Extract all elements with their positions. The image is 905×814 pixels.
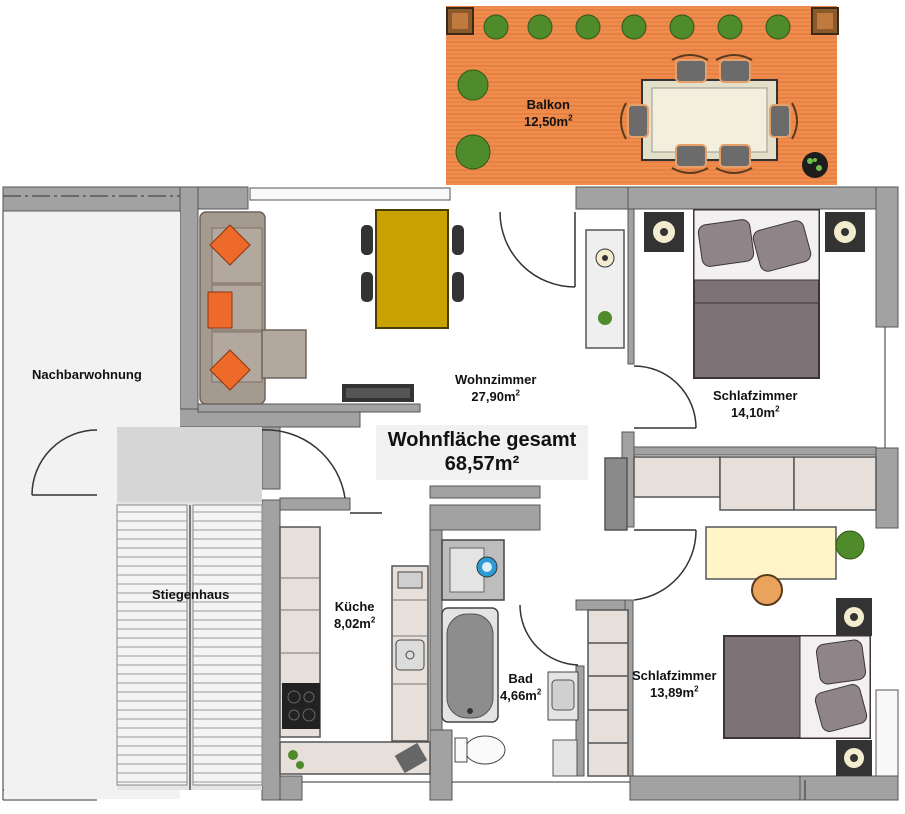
total-area-box: Wohnfläche gesamt 68,57m²: [376, 425, 588, 480]
room-label-neighbor: Nachbarwohnung: [32, 366, 142, 383]
unit-exponent: 2: [775, 404, 780, 414]
balcony-area: [446, 6, 839, 185]
room-area: 8,02m: [334, 616, 371, 631]
cooktop: [282, 683, 320, 729]
planter-box: [811, 7, 839, 35]
kitchen-furniture: [279, 512, 431, 775]
room-name: Nachbarwohnung: [32, 367, 142, 382]
room-area: 14,10m: [731, 405, 776, 420]
bath-furniture: [441, 539, 579, 777]
room-area: 4,66m: [500, 688, 537, 703]
unit-exponent: 2: [694, 684, 699, 694]
room-name: Balkon: [526, 97, 570, 112]
unit-exponent: 2: [370, 615, 376, 625]
room-name: Schlafzimmer: [632, 668, 717, 683]
room-label-living: Wohnzimmer 27,90m2: [455, 371, 536, 405]
room-area: 13,89m: [650, 685, 695, 700]
room-area: 12,50m: [524, 114, 569, 129]
room-label-balcony: Balkon 12,50m2: [524, 96, 573, 130]
unit-exponent: 2: [515, 388, 520, 398]
room-name: Küche: [334, 599, 375, 614]
room-label-bedroom2: Schlafzimmer 13,89m2: [632, 667, 717, 701]
room-name: Bad: [508, 671, 533, 686]
room-label-bedroom1: Schlafzimmer 14,10m2: [713, 387, 798, 421]
total-area-value: 68,57m²: [444, 453, 520, 475]
bedroom1-furniture: [604, 209, 877, 531]
stairwell: [31, 427, 346, 790]
bedroom2-furniture: [587, 526, 872, 777]
room-label-bath: Bad 4,66m2: [500, 670, 541, 704]
plant-row: [455, 14, 791, 170]
flower-pot: [802, 152, 828, 178]
balcony-dining-set: [620, 54, 798, 174]
living-furniture: [199, 209, 625, 405]
unit-exponent: 2: [568, 113, 573, 123]
room-area: 27,90m: [471, 389, 516, 404]
dining-table: [375, 209, 449, 329]
room-label-stairwell: Stiegenhaus: [152, 586, 229, 603]
room-name: Wohnzimmer: [455, 372, 537, 387]
room-name: Stiegenhaus: [152, 587, 230, 602]
total-area-title: Wohnfläche gesamt: [387, 429, 577, 451]
unit-exponent: 2: [536, 687, 542, 697]
room-label-kitchen: Küche 8,02m2: [334, 598, 375, 632]
room-name: Schlafzimmer: [713, 388, 798, 403]
